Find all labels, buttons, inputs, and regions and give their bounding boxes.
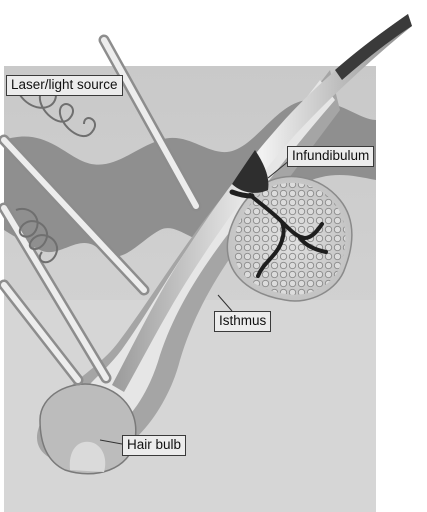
label-hair-bulb: Hair bulb — [122, 435, 186, 456]
label-infundibulum: Infundibulum — [287, 146, 374, 167]
label-isthmus: Isthmus — [214, 311, 271, 332]
label-laser-light-source: Laser/light source — [6, 75, 123, 96]
